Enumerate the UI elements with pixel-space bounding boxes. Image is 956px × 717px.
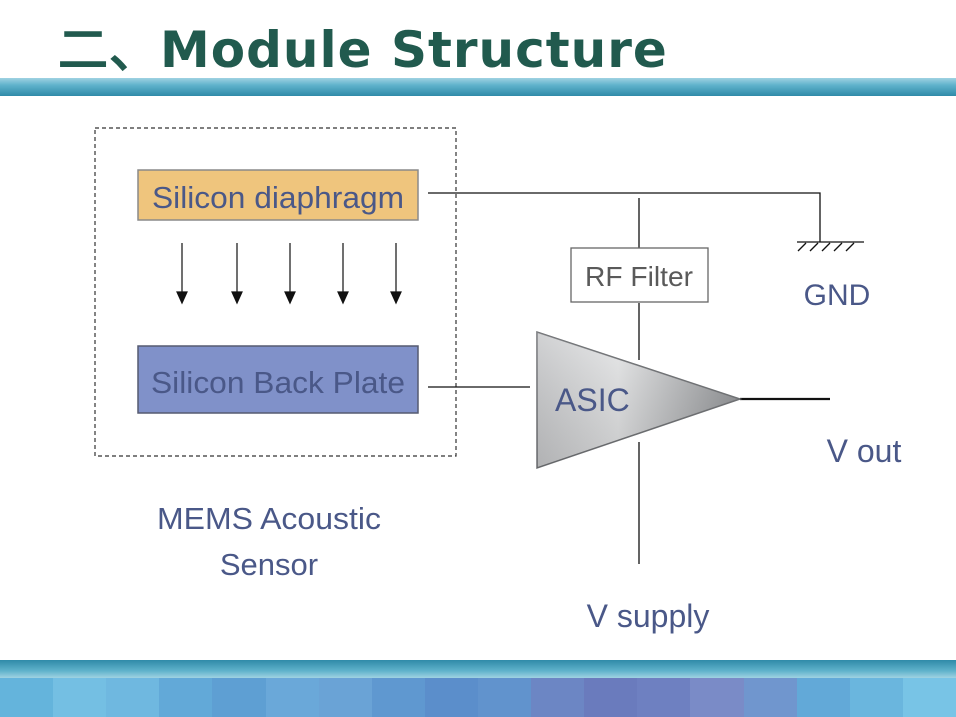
vsupply-label: V supply [587,598,710,634]
footer-tile [159,678,213,717]
gnd-label: GND [804,279,871,312]
mems-sensor-boundary [94,127,457,457]
footer-tile [424,678,478,717]
mems-caption-line2: Sensor [220,547,318,582]
footer-tile [53,678,107,717]
arrow-down-icon [390,243,402,305]
footer-tile [584,678,638,717]
footer-tile [531,678,585,717]
slide-title: 二、Module Structure [58,21,668,79]
footer-tile [0,678,54,717]
rf-filter-label: RF Filter [585,261,693,292]
footer-tile [371,678,425,717]
gnd-wire [428,192,821,242]
footer-tile [902,678,956,717]
silicon-back-plate-block: Silicon Back Plate [137,345,419,414]
footer-tile [637,678,691,717]
silicon-diaphragm-label: Silicon diaphragm [152,180,404,215]
pressure-arrows [176,243,402,305]
footer-tile [212,678,266,717]
arrow-down-icon [176,243,188,305]
rf-filter-block: RF Filter [570,247,709,303]
footer-tile [796,678,850,717]
footer-tile [690,678,744,717]
footer-band [0,660,956,678]
footer-tile [743,678,797,717]
silicon-back-plate-label: Silicon Back Plate [151,365,405,400]
footer-tile [106,678,160,717]
title-divider-band [0,78,956,96]
asic-label: ASIC [555,382,630,418]
footer-tiles [0,678,956,717]
footer-tile [318,678,372,717]
arrow-down-icon [284,243,296,305]
arrow-down-icon [337,243,349,305]
asic-amplifier-block: ASIC [536,330,743,470]
ground-icon [797,241,864,252]
vout-label: V out [827,433,902,469]
arrow-down-icon [231,243,243,305]
silicon-diaphragm-block: Silicon diaphragm [137,169,419,221]
footer-tile [477,678,532,717]
footer-tile [265,678,319,717]
wiring [428,192,830,564]
footer-tile [849,678,903,717]
mems-caption-line1: MEMS Acoustic [157,501,381,536]
